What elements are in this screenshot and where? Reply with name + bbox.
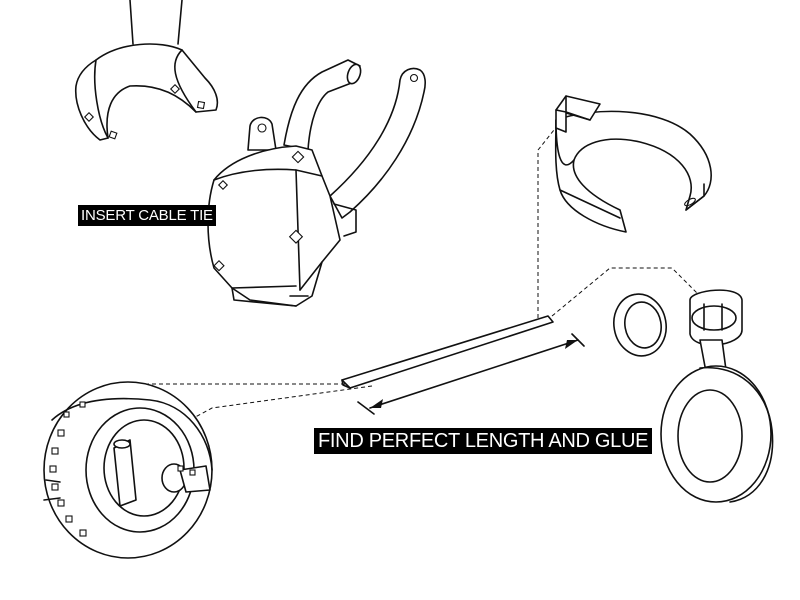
washer xyxy=(613,293,667,357)
find-length-glue-label: FIND PERFECT LENGTH AND GLUE xyxy=(314,428,653,454)
cage-body xyxy=(207,59,426,307)
guide-strap-to-pendant xyxy=(551,267,703,317)
cable-tie-strap xyxy=(341,315,554,389)
c-clip xyxy=(554,95,712,233)
pendant-ring xyxy=(660,289,774,503)
insert-cable-tie-label: INSERT CABLE TIE xyxy=(78,205,216,226)
length-arrow xyxy=(357,333,585,415)
base-ring xyxy=(43,381,213,559)
arm-fragment xyxy=(74,0,219,141)
